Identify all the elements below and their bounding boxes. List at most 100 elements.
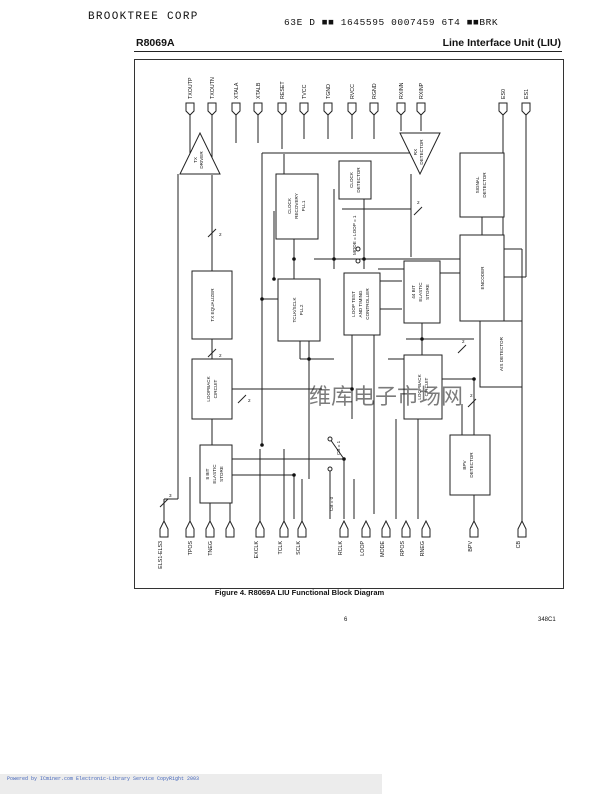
pin-label-loop: LOOP — [360, 541, 366, 556]
bus-width-eq: 2 — [219, 353, 222, 358]
pin-label-mode: MODE — [380, 541, 386, 557]
company-name: BROOKTREE CORP — [88, 11, 199, 23]
scan-code: 63E D ■■ 1645595 0007459 6T4 ■■BRK — [284, 17, 499, 28]
elastic-44-block — [403, 260, 441, 324]
pin-label-txoutn: TXOUTN — [210, 77, 216, 99]
tx-driver-label-2: DRIVER — [199, 151, 204, 169]
pin-label-es1: ES1 — [524, 89, 530, 99]
elastic-44-label-2: ELASTIC — [418, 282, 423, 302]
tx-equalizer-block — [191, 270, 233, 340]
loopback-right-block — [403, 354, 443, 420]
clock-recovery-block — [275, 173, 319, 240]
bus-width-rx: 2 — [417, 200, 420, 205]
pin-label-rvcc: RVCC — [350, 84, 356, 99]
pin-label-tclk: TCLK — [278, 541, 284, 555]
top-pin-labels: TXOUTP TXOUTN XTALA XTALB RESET TVCC TGN… — [188, 77, 530, 99]
document-title: Line Interface Unit (LIU) — [442, 37, 561, 49]
pin-label-tvcc: TVCC — [302, 84, 308, 99]
loop-test-label-2: AND TIMING — [358, 290, 363, 317]
pin-label-rxinp: RXINP — [419, 82, 425, 99]
clock-recovery-label-2: RECOVERY — [294, 193, 299, 219]
pin-label-xtalb: XTALB — [256, 82, 262, 99]
wires — [159, 115, 527, 521]
cb0-note: CB = 0 — [329, 496, 334, 511]
switch-contacts — [327, 246, 361, 472]
bpv-detector-label-2: DETECTOR — [469, 452, 474, 478]
rx-detector-label-1: RX — [413, 149, 418, 155]
tclk-sclk-pll-block — [277, 278, 321, 342]
document-id: R8069A — [136, 37, 175, 49]
elastic-8-label-3: STORE — [219, 466, 224, 482]
bpv-detector-label-1: BPV — [462, 459, 467, 469]
tx-equalizer-label: TX EQUALIZER — [210, 288, 215, 322]
clock-recovery-label-1: CLOCK — [287, 197, 292, 214]
loop-test-block — [343, 272, 381, 336]
loopback-left-label-2: CIRCUIT — [213, 379, 218, 398]
tclk-pll-label-1: TCLK/SCLK — [292, 297, 297, 323]
pin-label-es0: ES0 — [501, 89, 507, 99]
rx-detector-label-2: DETECTOR — [419, 139, 424, 165]
tx-driver-block — [179, 131, 221, 175]
cb1-note: CB = 1 — [336, 440, 341, 455]
pin-label-els: ELS1-ELS3 — [158, 541, 164, 569]
loopback-right-label-1: LOOPBACK — [417, 373, 422, 399]
pin-label-txoutp: TXOUTP — [188, 77, 194, 99]
pin-label-reset: RESET — [280, 81, 286, 99]
ais-detector-block — [479, 320, 523, 388]
loopback-left-label-1: LOOPBACK — [206, 375, 211, 401]
bottom-pin-labels: ELS1-ELS3 TPOS TNEG EXCLK TCLK SCLK RCLK… — [158, 541, 522, 569]
clock-detector-label-2: DETECTOR — [356, 167, 361, 193]
bus-width-els: 3 — [169, 493, 172, 498]
pin-label-cb: CB — [516, 541, 522, 549]
figure-caption: Figure 4. R8069A LIU Functional Block Di… — [214, 588, 385, 597]
bus-width-bpv: 2 — [470, 393, 473, 398]
elastic-8-label-1: 8 BIT — [205, 468, 210, 479]
footer-bar — [0, 774, 382, 794]
encoder-label: ENCODER — [480, 266, 485, 290]
elastic-44-label-1: 44 BIT — [411, 285, 416, 299]
blocks — [179, 131, 523, 504]
scan-header: BROOKTREE CORP 63E D ■■ 1645595 0007459 … — [88, 9, 548, 29]
pin-label-tneg: TNEG — [208, 541, 214, 556]
clock-detector-label-1: CLOCK — [349, 171, 354, 188]
header-rule — [134, 51, 562, 52]
top-pin-markers — [185, 102, 531, 116]
clock-detector-block — [338, 160, 372, 200]
bus-width-tx: 2 — [219, 232, 222, 237]
block-diagram: TXOUTP TXOUTN XTALA XTALB RESET TVCC TGN… — [158, 77, 531, 569]
mode-loop-note: MODE = LOOP = 1 — [352, 215, 357, 255]
loop-test-label-3: CONTROLLER — [365, 288, 370, 320]
encoder-block — [459, 234, 505, 322]
pin-label-exclk: EXCLK — [254, 541, 260, 559]
pin-label-rneg: RNEG — [420, 541, 426, 556]
bottom-pin-markers — [159, 519, 527, 538]
signal-detector-label-2: DETECTOR — [482, 172, 487, 198]
rx-detector-block — [399, 132, 441, 176]
pin-label-rpos: RPOS — [400, 541, 406, 556]
bpv-detector-block — [449, 434, 491, 496]
junction-dots — [260, 257, 476, 477]
elastic-8-block — [199, 444, 233, 504]
bus-width-el: 2 — [462, 339, 465, 344]
pin-label-rxinn: RXINN — [399, 82, 405, 99]
pin-label-tgnd: TGND — [326, 84, 332, 99]
pin-label-rgnd: RGND — [372, 83, 378, 99]
tclk-pll-label-2: PLL2 — [299, 304, 304, 315]
pin-label-bpv: BPV — [468, 541, 474, 552]
block-labels: TX DRIVER RX DETECTOR CLOCK RECOVERY PLL… — [193, 139, 504, 484]
clock-recovery-label-3: PLL1 — [301, 200, 306, 211]
pin-label-xtala: XTALA — [234, 82, 240, 99]
pin-label-rclk: RCLK — [338, 541, 344, 556]
reference-number: 348C1 — [538, 617, 556, 623]
elastic-8-label-2: ELASTIC — [212, 464, 217, 484]
footer-copyright: Powered by ICminer.com Electronic-Librar… — [7, 776, 200, 782]
ais-detector-label: AIS DETECTOR — [499, 336, 504, 371]
tx-driver-label-1: TX — [193, 157, 198, 163]
signal-detector-label-1: SIGNAL — [475, 176, 480, 193]
loop-test-label-1: LOOP TEST — [351, 291, 356, 317]
signal-detector-block — [459, 152, 505, 218]
page-number: 6 — [344, 617, 348, 623]
elastic-44-label-3: STORE — [425, 284, 430, 300]
pin-label-tpos: TPOS — [188, 541, 194, 556]
loopback-right-label-2: CIRCUIT — [424, 377, 429, 396]
